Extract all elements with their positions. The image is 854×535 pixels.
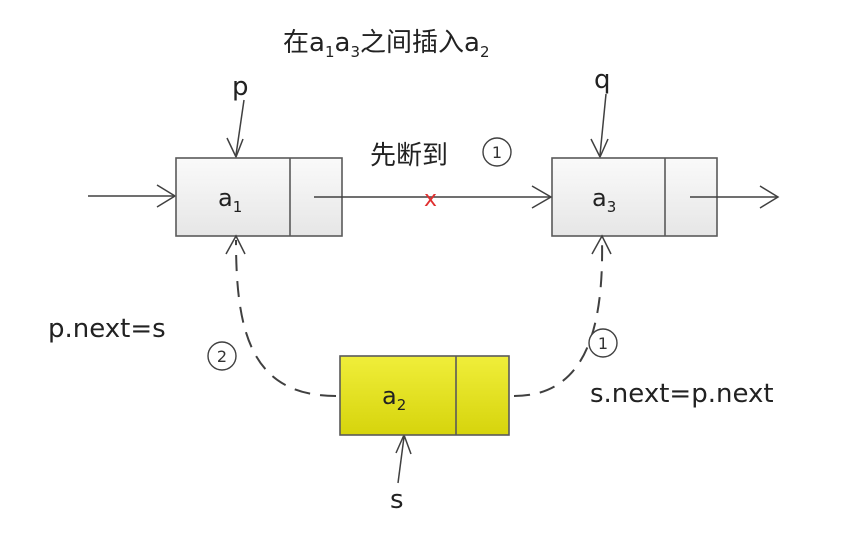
dashed-link-a2-to-a3 [513, 234, 612, 397]
outgoing-arrow [690, 185, 780, 209]
svg-text:2: 2 [217, 347, 227, 366]
pointer-q-label: q [594, 65, 611, 95]
step1-circle: 1 [588, 328, 618, 358]
svg-text:1: 1 [492, 143, 502, 162]
node-a3-label: a3 [592, 184, 616, 216]
pointer-p-arrow [226, 99, 245, 159]
link-a1-to-a3 [314, 185, 553, 209]
s-next-assign-label: s.next=p.next [590, 379, 774, 409]
pointer-s-label: s [390, 485, 404, 515]
diagram-title: 在a1a3之间插入a2 [283, 28, 489, 61]
node-a1-label: a1 [218, 184, 242, 216]
svg-text:1: 1 [598, 334, 608, 353]
pointer-q-arrow [590, 93, 609, 159]
step2-circle: 2 [207, 341, 237, 371]
step1-circle-top: 1 [482, 137, 512, 167]
incoming-arrow [88, 184, 177, 208]
node-a2-label: a2 [382, 382, 406, 414]
pointer-s-arrow [395, 433, 412, 484]
dashed-link-a2-to-a1 [225, 234, 337, 397]
break-marker: x [424, 187, 437, 212]
break-first-label: 先断到 [370, 141, 448, 171]
p-next-assign-label: p.next=s [48, 314, 166, 344]
node-a2: a2 [339, 355, 510, 436]
pointer-p-label: p [232, 72, 249, 102]
